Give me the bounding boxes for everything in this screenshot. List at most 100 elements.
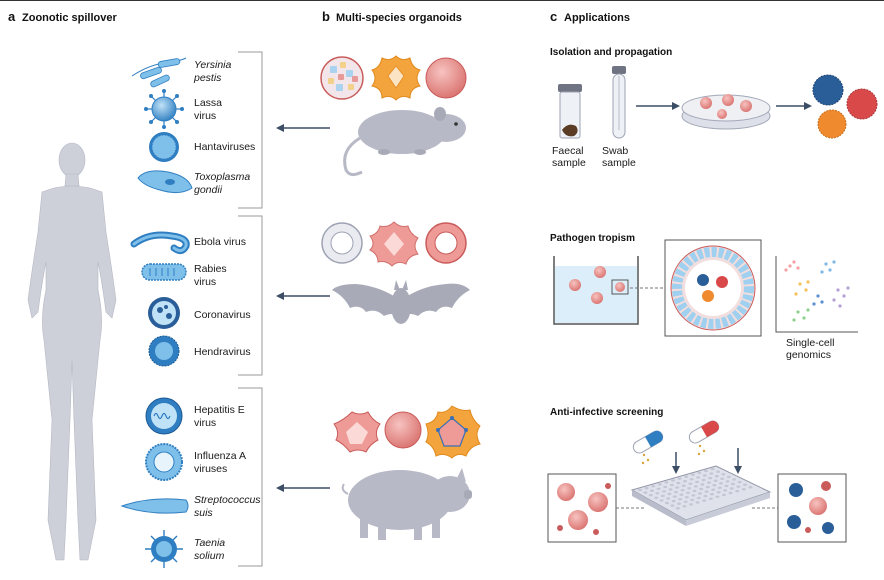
plate-well [736,485,741,488]
plate-well [710,467,715,471]
plate-well [692,489,697,493]
plate-well [677,477,682,480]
drug-particles [641,444,706,465]
panel-c-header: c Applications [550,9,630,24]
faecal-sample-tube [558,84,582,139]
plate-well [704,490,709,493]
organoid-pink-round [425,57,467,99]
plate-well [690,473,695,476]
tropism-zoom-box [664,239,762,337]
label-faecal-sample: Faecal sample [552,145,586,169]
plate-well [725,480,730,483]
rabies-virus-icon [141,263,187,281]
capsule-blue-icon [632,430,664,454]
propagated-organoids [812,74,878,139]
rodent-organoids [320,55,467,101]
plate-well [675,507,680,510]
screen-box-untreated [547,473,617,543]
plate-well [669,483,674,487]
plate-well [708,476,713,480]
plate-well [648,494,653,497]
plate-well [656,487,661,490]
plate-well [702,499,707,502]
screen-box-treated [777,473,847,543]
plate-well [674,490,678,494]
label-ebola: Ebola virus [194,236,246,248]
plate-well [679,493,684,496]
plate-well [662,490,666,493]
plate-well [657,483,662,486]
panel-a-header: a Zoonotic spillover [8,9,117,24]
plate-well [670,504,675,507]
label-rabies: Rabies virus [194,263,230,288]
plate-well [723,489,728,492]
plate-well [671,499,676,503]
plate-well [666,497,671,500]
streptococcus-suis-icon [120,498,189,514]
label-streptococcus: Streptococcus suis [194,494,263,519]
multiwell-plate [630,465,772,526]
culture-well [553,256,639,325]
bracket-bat [238,215,263,376]
plate-well [696,496,701,500]
plate-well [699,487,704,491]
plate-well [704,469,708,473]
plate-well [697,471,702,475]
plate-well [677,502,681,505]
plate-well [743,483,747,486]
plate-well [737,480,742,484]
plate-well [643,491,648,494]
panel-b-title: Multi-species organoids [336,12,462,24]
plate-well [705,485,710,489]
plate-well [722,493,726,497]
bat-illustration [332,280,470,324]
label-toxoplasma: Toxoplasma gondii [194,171,253,196]
label-yersinia: Yersinia pestis [193,59,234,84]
plate-well [711,488,716,491]
plate-well [715,495,720,498]
bracket-pig [238,387,263,567]
plate-well [691,494,696,497]
organoid-pink-dense [384,411,422,449]
plate-well [684,475,689,478]
plate-well [668,488,673,491]
plate-well [695,501,700,504]
plate-well [660,494,665,498]
plate-well [690,498,695,502]
plate-well [707,481,711,484]
label-hendravirus: Hendravirus [194,346,251,358]
plate-well [672,495,677,498]
plate-well [683,480,687,483]
plate-well [712,484,717,487]
plate-well [714,475,719,478]
plate-well [675,486,680,489]
taenia-solium-icon [145,530,183,568]
plate-well [689,503,693,506]
plate-well [703,494,708,498]
coronavirus-icon [148,297,180,329]
plate-well [731,482,735,486]
plate-well [671,479,675,482]
yersinia-pestis-icon [131,57,187,88]
plate-well [710,493,714,496]
human-figure [27,142,117,561]
plate-well [650,489,654,492]
tropism-title: Pathogen tropism [550,233,635,244]
plate-well [682,505,687,508]
plate-well [726,475,731,479]
plate-well [708,497,713,500]
plate-well [716,470,720,473]
label-single-cell-genomics: Single-cell genomics [786,337,837,361]
plate-well [667,492,672,496]
hantavirus-icon [149,132,179,162]
plate-well [702,474,707,477]
plate-well [748,486,753,489]
mouse-illustration [343,107,466,177]
plate-well [720,477,725,480]
toxoplasma-gondii-icon [137,170,193,194]
plate-well [644,486,649,490]
influenza-a-icon [145,443,183,481]
spillover-arrows [276,124,330,492]
label-swab-sample: Swab sample [602,145,636,169]
